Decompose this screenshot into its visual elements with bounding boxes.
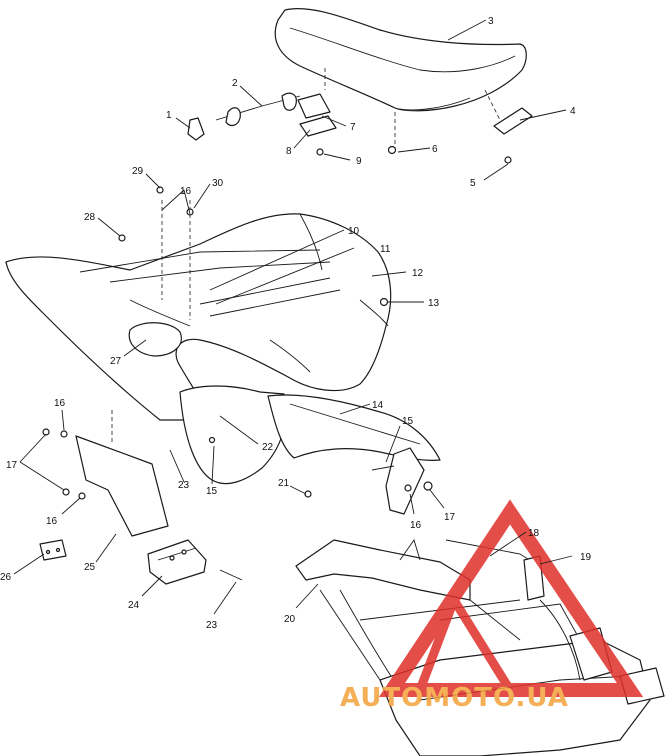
callout-12: 12 bbox=[412, 268, 424, 279]
callout-21: 21 bbox=[278, 478, 290, 489]
mount-bracket bbox=[147, 539, 243, 585]
rear-guard bbox=[304, 447, 433, 515]
callout-16-top: 16 bbox=[180, 186, 192, 197]
callout-16-left-upper: 16 bbox=[54, 398, 66, 409]
seat-latch-assembly bbox=[187, 92, 533, 164]
callout-26: 26 bbox=[0, 572, 12, 583]
callout-17-right: 17 bbox=[444, 512, 456, 523]
callout-15-left: 15 bbox=[206, 486, 218, 497]
watermark-text: AUTOMOTO.UA bbox=[340, 683, 569, 713]
mud-flap bbox=[39, 435, 169, 561]
lower-fender-panel bbox=[179, 385, 441, 485]
callout-14: 14 bbox=[372, 400, 384, 411]
seat bbox=[274, 7, 527, 148]
callout-11: 11 bbox=[380, 244, 391, 255]
watermark-logo: AUTOMOTO.UA bbox=[340, 499, 644, 713]
callout-22: 22 bbox=[262, 442, 274, 453]
callout-10: 10 bbox=[348, 226, 360, 237]
callout-7: 7 bbox=[350, 122, 356, 133]
leader-lines bbox=[13, 19, 573, 615]
callout-27: 27 bbox=[110, 356, 122, 367]
callout-29: 29 bbox=[132, 166, 144, 177]
hardware-fasteners bbox=[42, 186, 389, 500]
callout-1: 1 bbox=[166, 110, 172, 121]
callout-19: 19 bbox=[580, 552, 592, 563]
callout-3: 3 bbox=[488, 16, 494, 27]
callout-13: 13 bbox=[428, 298, 440, 309]
callout-2: 2 bbox=[232, 78, 238, 89]
callout-labels: 1 2 3 4 5 6 7 8 9 10 11 12 13 14 15 15 1… bbox=[0, 16, 592, 631]
callout-8: 8 bbox=[286, 146, 292, 157]
callout-9: 9 bbox=[356, 156, 362, 167]
callout-5: 5 bbox=[470, 178, 476, 189]
callout-4: 4 bbox=[570, 106, 576, 117]
callout-6: 6 bbox=[432, 144, 438, 155]
callout-18: 18 bbox=[528, 528, 540, 539]
callout-25: 25 bbox=[84, 562, 96, 573]
callout-15-right: 15 bbox=[402, 416, 414, 427]
callout-16-left-lower: 16 bbox=[46, 516, 58, 527]
callout-16-right: 16 bbox=[410, 520, 422, 531]
callout-24: 24 bbox=[128, 600, 140, 611]
callout-28: 28 bbox=[84, 212, 96, 223]
callout-30: 30 bbox=[212, 178, 224, 189]
callout-17-left: 17 bbox=[6, 460, 18, 471]
callout-23-lower: 23 bbox=[206, 620, 218, 631]
callout-23-upper: 23 bbox=[178, 480, 190, 491]
callout-20: 20 bbox=[284, 614, 296, 625]
rear-fender bbox=[5, 200, 392, 421]
